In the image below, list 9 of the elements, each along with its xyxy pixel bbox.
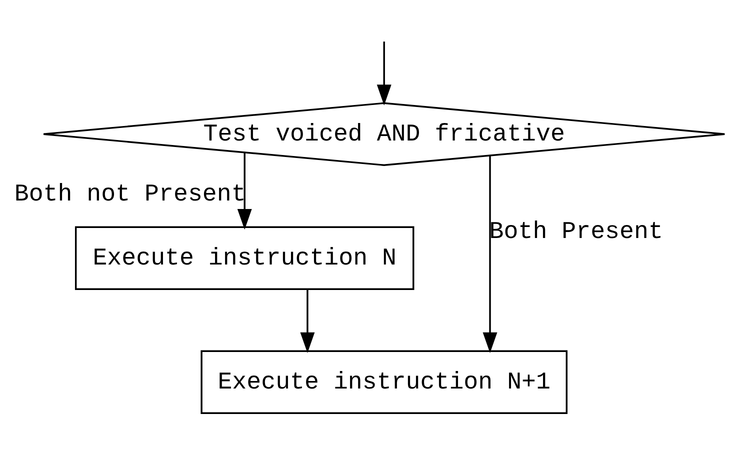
edge-label: Both not Present: [14, 182, 246, 209]
arrow: [376, 42, 392, 106]
node-box: Execute instruction N: [74, 226, 414, 290]
arrow: [482, 156, 498, 354]
node-box: Execute instruction N+1: [200, 350, 568, 414]
edge-label: Both Present: [489, 218, 663, 246]
node-diamond: Test voiced AND fricative: [42, 102, 726, 166]
arrow: [237, 152, 252, 230]
arrow: [300, 289, 315, 354]
